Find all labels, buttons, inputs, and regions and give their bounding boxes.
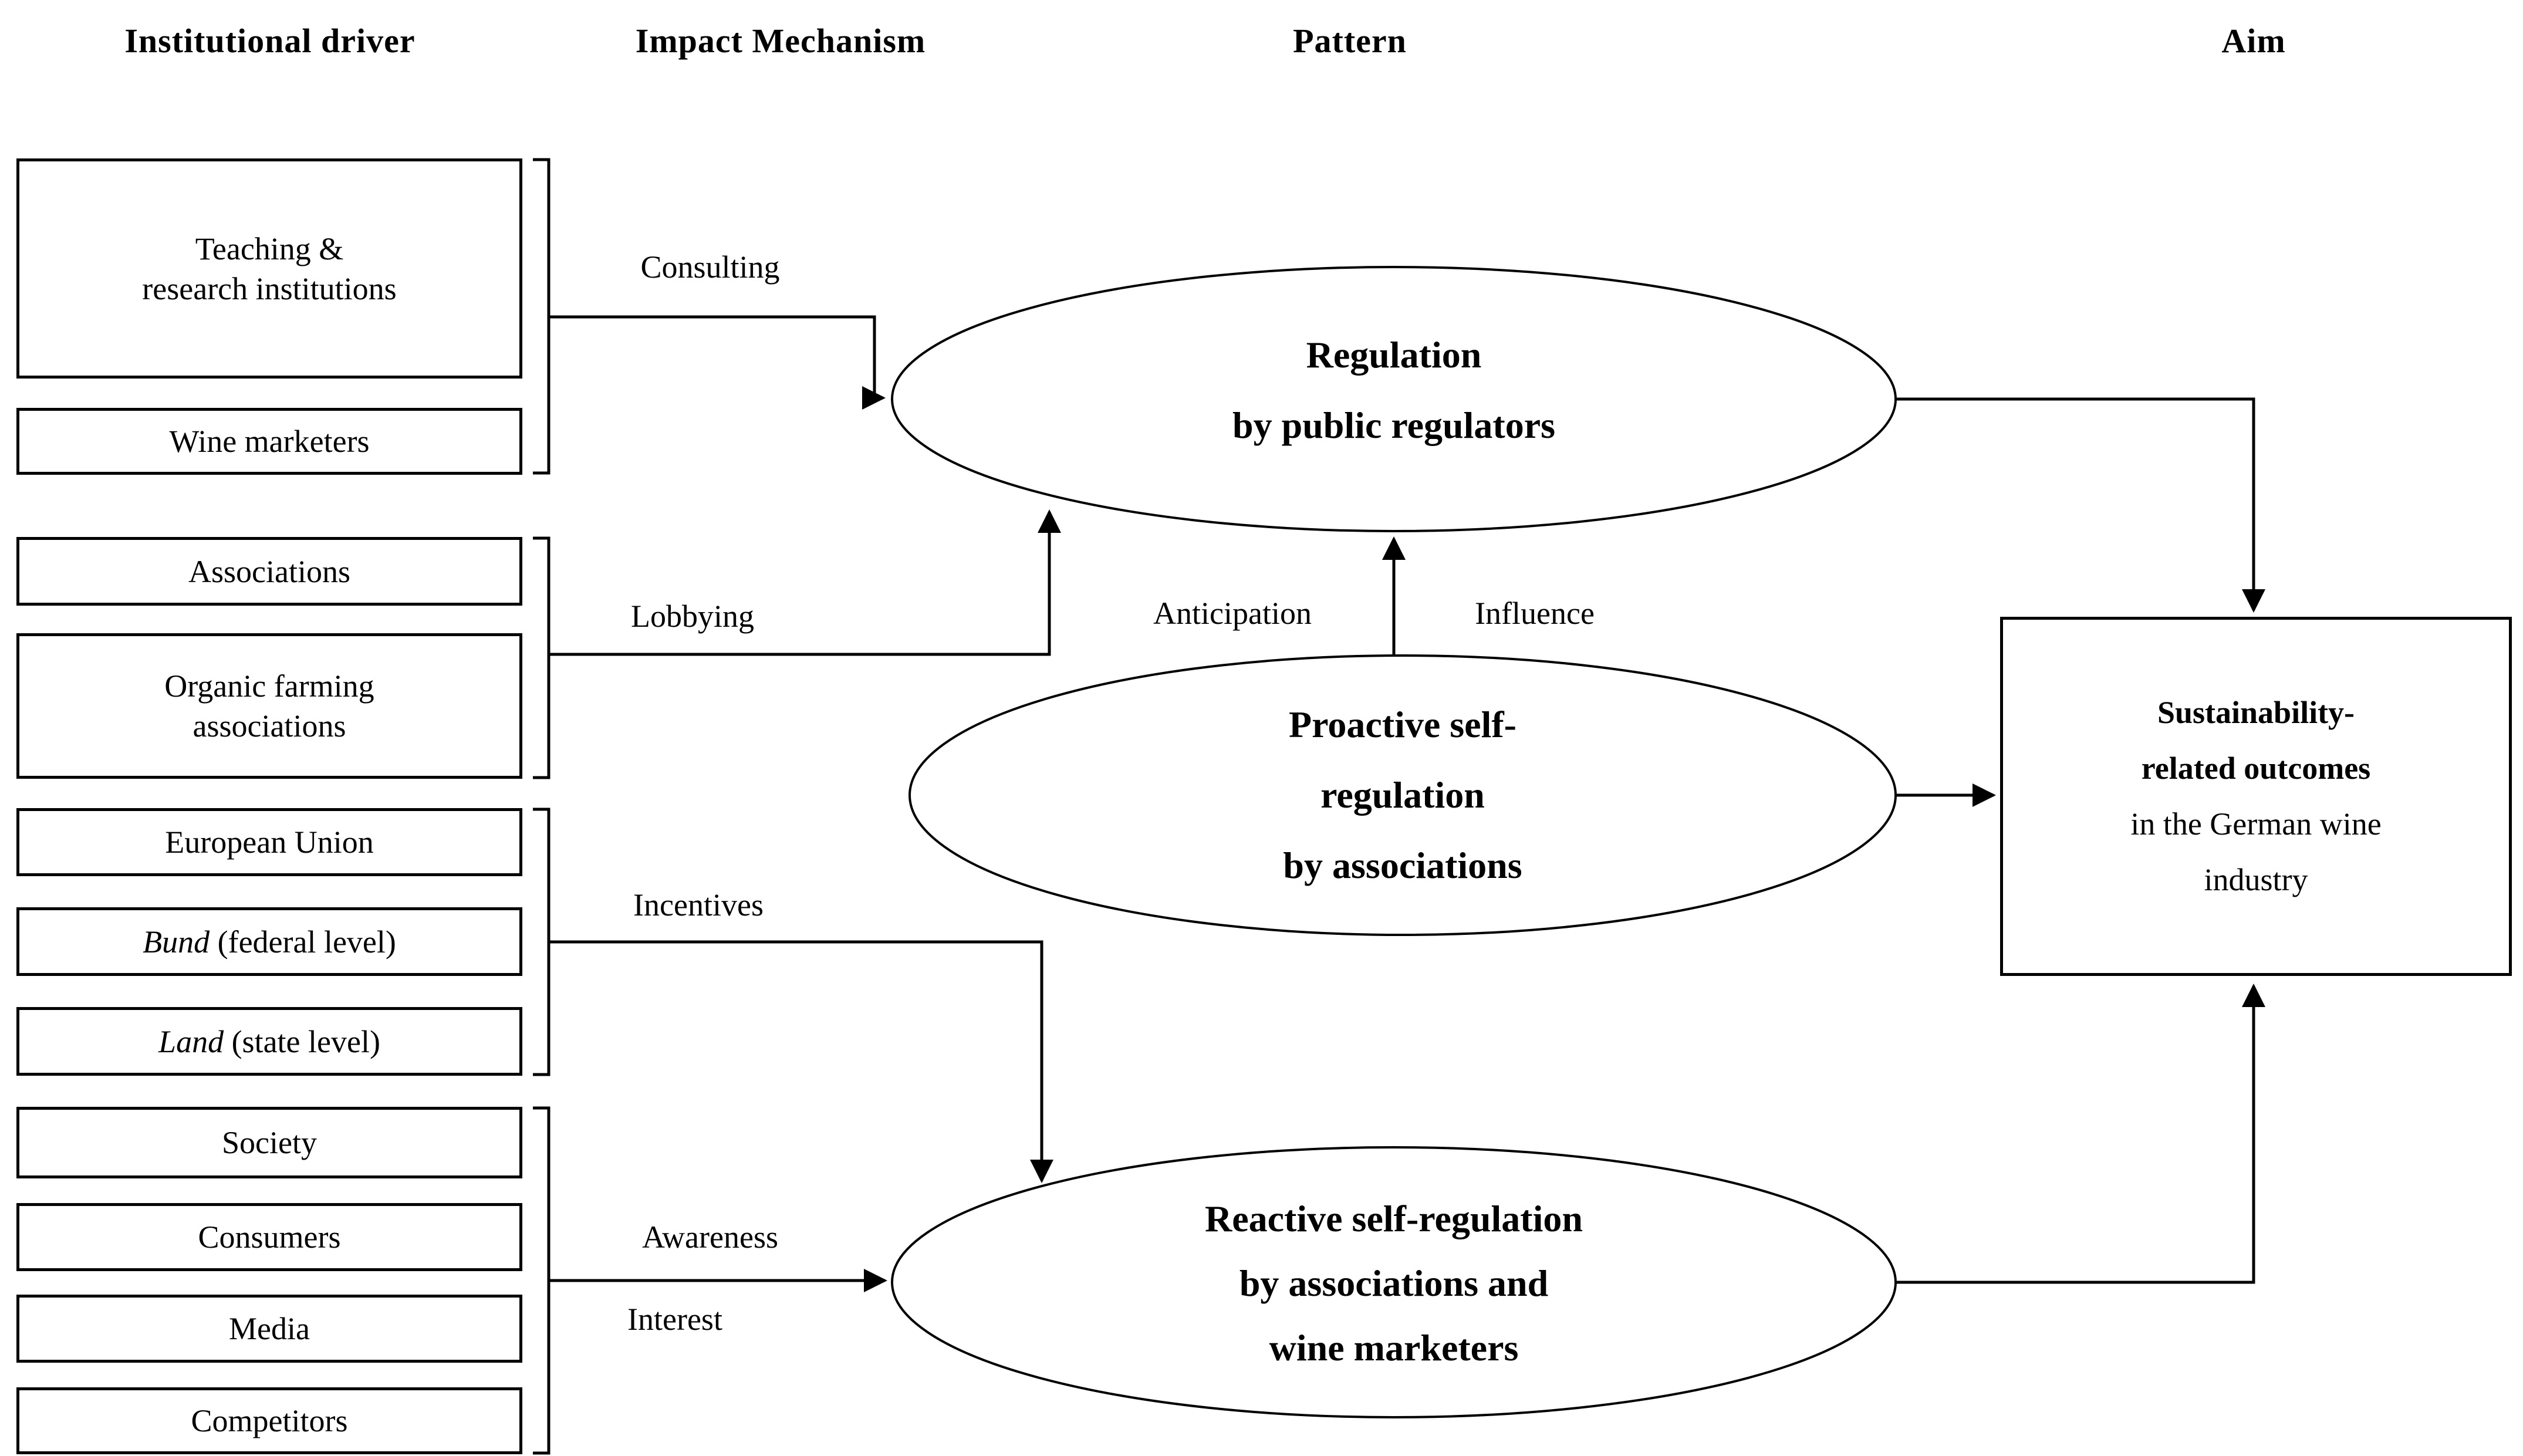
box-teaching-research: Teaching & research institutions [16,158,522,379]
box-bund-label: Bund (federal level) [143,924,396,960]
reactive-ellipse [891,1146,1897,1418]
aim-line-4: industry [2204,862,2308,897]
box-land: Land (state level) [16,1007,522,1076]
label-lobbying: Lobbying [631,599,754,634]
box-wine-marketers-label: Wine marketers [169,424,370,459]
label-incentives: Incentives [633,887,764,923]
aim-line-2: related outcomes [2141,751,2371,786]
box-society-label: Society [222,1125,317,1160]
header-aim: Aim [2221,22,2286,60]
lobbying-arrow [549,509,1061,656]
header-impact-mechanism: Impact Mechanism [635,22,926,60]
incentives-arrow [549,940,1053,1183]
box-european-union: European Union [16,808,522,876]
aim-outcomes-box: Sustainability- related outcomes in the … [2000,617,2512,976]
bracket-group-associations [533,536,550,779]
bracket-group-knowledge [533,158,550,475]
aim-line-1: Sustainability- [2157,695,2355,730]
reactive-to-aim-arrow [1896,984,2265,1284]
box-organic-farming-label: Organic farming associations [164,668,374,744]
proactive-ellipse-label: Proactive self- regulation by associatio… [1283,704,1522,886]
label-influence: Influence [1475,596,1595,631]
box-organic-farming: Organic farming associations [16,633,522,779]
regulation-ellipse-label: Regulation by public regulators [1232,334,1555,446]
label-anticipation: Anticipation [1153,596,1312,631]
box-associations-label: Associations [188,553,350,589]
box-society: Society [16,1107,522,1178]
bracket-group-public [533,1106,550,1455]
box-media-label: Media [229,1311,310,1346]
box-wine-marketers: Wine marketers [16,408,522,475]
box-consumers: Consumers [16,1203,522,1271]
regulation-to-aim-arrow [1896,397,2265,613]
box-land-label: Land (state level) [158,1023,380,1059]
box-teaching-research-label: Teaching & research institutions [142,231,397,306]
consulting-arrow [549,315,886,410]
bracket-group-government [533,808,550,1076]
box-competitors: Competitors [16,1387,522,1454]
header-institutional-driver: Institutional driver [124,22,416,60]
box-competitors-label: Competitors [191,1403,348,1438]
header-pattern: Pattern [1293,22,1407,60]
regulation-ellipse [891,266,1897,532]
label-consulting: Consulting [640,249,780,285]
reactive-ellipse-label: Reactive self-regulation by associations… [1205,1198,1583,1369]
box-consumers-label: Consumers [198,1219,341,1255]
label-awareness: Awareness [642,1219,778,1255]
label-interest: Interest [627,1302,722,1337]
box-european-union-label: European Union [165,825,374,860]
box-associations: Associations [16,537,522,606]
box-bund: Bund (federal level) [16,907,522,976]
box-media: Media [16,1295,522,1363]
aim-line-3: in the German wine [2130,806,2382,842]
proactive-ellipse [908,654,1897,936]
